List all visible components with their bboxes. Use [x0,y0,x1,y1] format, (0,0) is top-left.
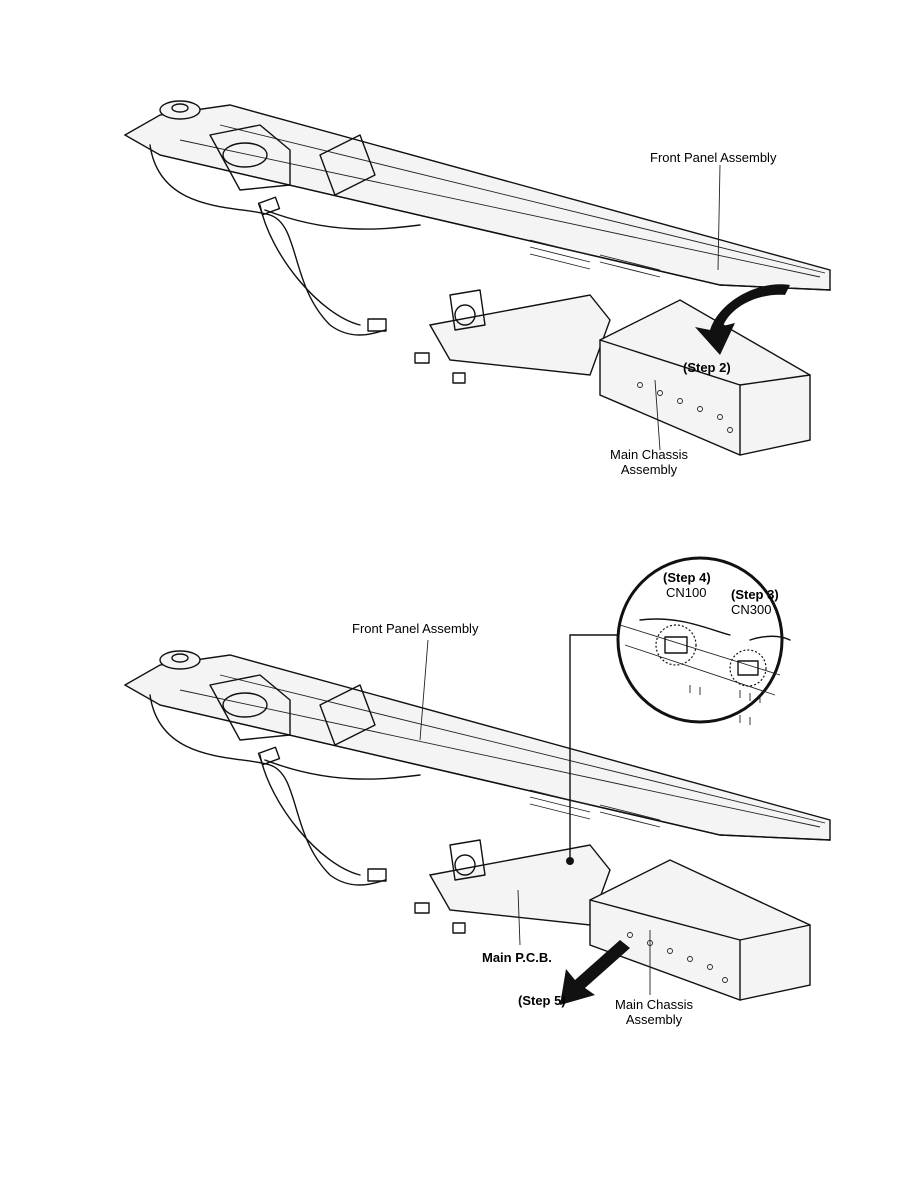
step-4-label: (Step 4) [663,570,711,585]
front-panel-assembly-label: Front Panel Assembly [650,150,777,165]
main-chassis-label-line1: Main Chassis [610,447,689,462]
main-pcb-removal-drawing [123,556,831,1005]
cn100-label: CN100 [666,585,707,600]
front-panel-chassis-drawing [123,100,831,456]
figure-steps-3-4-5: Front Panel Assembly (Step 4) CN100 (Ste… [120,555,831,1027]
step-3-label: (Step 3) [731,587,779,602]
figure-step-2: Front Panel Assembly (Step 2) Main Chass… [120,95,831,480]
main-pcb-label: Main P.C.B. [482,950,552,965]
step-5-label: (Step 5) [518,993,566,1008]
cn300-label: CN300 [731,602,772,617]
main-chassis-label-line2: Assembly [625,1012,683,1027]
main-chassis-assembly-label: Main Chassis Assembly [610,447,688,477]
front-panel-assembly-label: Front Panel Assembly [352,621,479,636]
main-chassis-assembly-label: Main Chassis Assembly [615,997,693,1027]
main-chassis-label-line2: Assembly [620,462,678,477]
step-2-label: (Step 2) [683,360,731,375]
main-chassis-label-line1: Main Chassis [615,997,694,1012]
